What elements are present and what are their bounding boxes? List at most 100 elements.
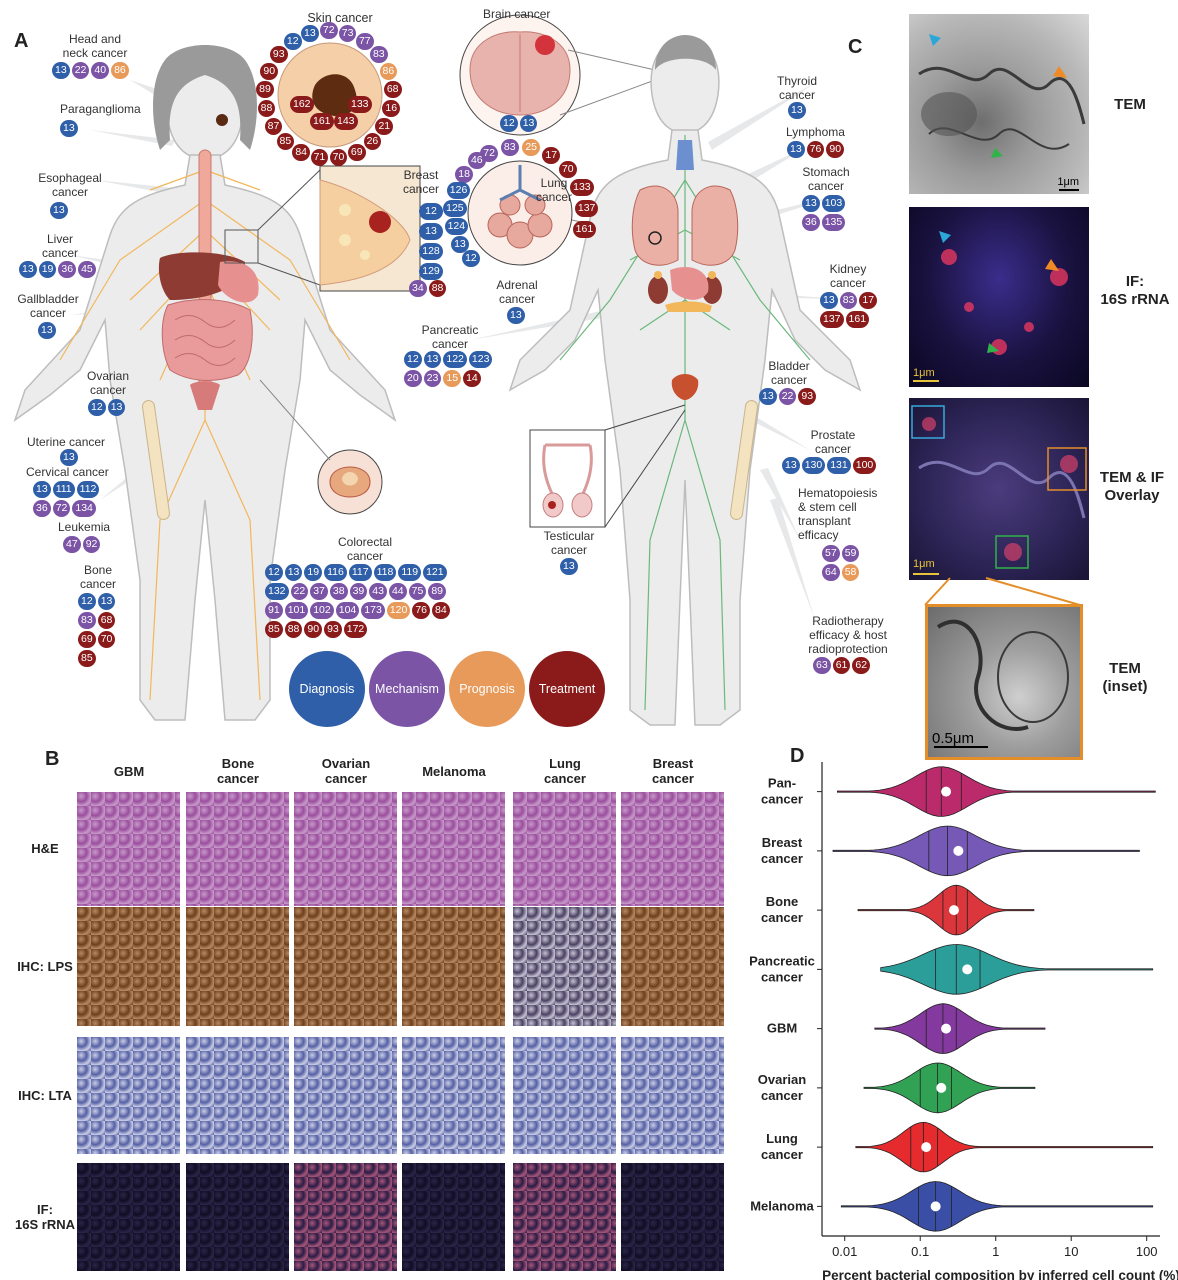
gallbladder-refs: 13 [38,322,68,339]
violin-mean-point [921,1142,932,1153]
reference-chip: 90 [304,621,323,638]
reference-chip: 135 [821,214,846,231]
legend-diagnosis: Diagnosis [289,651,365,727]
inset-scale-label: 0.5μm [932,730,974,747]
panel-b-row-header: IF: 16S rRNA [15,1202,75,1232]
x-tick-label: 0.1 [911,1244,929,1259]
overlay-image: 1μm [909,398,1089,580]
reference-chip: 57 [822,545,840,562]
reference-chip: 12 [78,593,96,610]
reference-chip: 83 [78,612,96,629]
violin-category-label: Melanoma [750,1198,814,1213]
panel-a-figure [13,14,862,726]
reference-chip: 13 [60,120,78,137]
inset-connector [924,577,1081,606]
histology-tile [513,907,616,1026]
x-axis-label: Percent bacterial composition by inferre… [822,1268,1178,1280]
panel-b-column-header: Lung cancer [544,756,586,786]
reference-chip: 14 [463,370,481,387]
skin-reference-chip: 26 [363,132,382,150]
reference-chip: 59 [841,545,860,562]
reference-chip: 70 [97,631,116,648]
skin-reference-chip: 90 [260,62,279,80]
violin-category-label: Pan- [768,776,796,791]
reference-chip: 93 [324,621,342,638]
reference-chip: 17 [859,292,878,309]
reference-chip: 83 [839,292,858,309]
reference-chip: 22 [778,388,797,405]
radiotherapy-label: Radiotherapy efficacy & host radioprotec… [808,614,888,656]
reference-chip: 22 [290,583,309,600]
reference-chip: 64 [822,564,840,581]
histology-tile [621,1163,724,1271]
lung-reference-chip: 25 [522,139,541,157]
violin-category-label: cancer [761,910,803,925]
reference-chip: 122 [443,351,467,368]
lung-reference-chip: 125 [443,200,467,218]
adrenal-refs: 13 [507,307,537,324]
skin-reference-chip: 68 [383,81,402,99]
reference-chip: 13 [423,351,442,368]
skin-reference-chip: 71 [310,149,329,167]
violin-shape [880,944,1154,995]
legend-treatment: Treatment [529,651,605,727]
reference-chip: 88 [284,621,303,638]
violin-shape [874,1003,1046,1054]
reference-chip: 37 [310,583,328,600]
violin-category-label: cancer [761,969,803,984]
violin-shape [857,884,1035,936]
reference-chip: 13 [60,449,78,466]
histology-tile [621,792,724,906]
reference-chip: 116 [324,564,347,581]
brain-label: Brain cancer [483,7,551,21]
hematopoiesis-label: Hematopoiesis & stem cell transplant eff… [798,486,878,542]
pancreatic-label: Pancreatic cancer [421,323,479,351]
panel-b-column-header: Ovarian cancer [321,756,371,786]
reference-chip: 85 [265,621,283,638]
colorectal-label: Colorectal cancer [337,535,393,563]
skin-reference-chip: 16 [382,100,401,118]
ovarian-label: Ovarian cancer [86,369,130,397]
reference-chip: 13 [38,322,56,339]
reference-chip: 103 [821,195,846,212]
overlay-label: TEM & IF Overlay [1099,469,1165,504]
panel-b-row-header: IHC: LTA [18,1087,72,1103]
skin-reference-chip: 93 [269,46,288,64]
reference-chip: 36 [33,500,51,517]
legend-prognosis: Prognosis [449,651,525,727]
lung-reference-chip: 46 [467,152,486,170]
reference-chip: 92 [82,536,101,553]
reference-chip: 104 [335,602,360,619]
skin-reference-chip: 85 [276,132,295,150]
reference-chip: 76 [412,602,431,619]
breast-label: Breast cancer [402,168,440,196]
reference-chip: 15 [443,370,462,387]
violin-mean-point [948,905,959,916]
reference-chip: 69 [78,631,96,648]
skin-reference-chip: 87 [264,118,283,136]
reference-chip: 13 [519,115,538,132]
panel-label-d: D [790,745,805,767]
reference-chip: 101 [284,602,309,619]
reference-chip: 12 [404,351,422,368]
violin-mean-point [936,1082,947,1093]
violin-category-label: Lung [766,1131,798,1146]
reference-chip: 12 [88,399,106,416]
adrenal-label: Adrenal cancer [496,278,538,306]
if-scale-label: 1μm [913,367,935,379]
violin-mean-point [941,786,952,797]
reference-chip: 36 [58,261,77,278]
reference-chip: 39 [349,583,368,600]
inset-image: 0.5μm [925,604,1083,760]
lung-reference-chip: 137 [574,200,599,217]
histology-tile [402,792,505,906]
reference-chip: 13 [802,195,820,212]
reference-chip: 13 [787,141,805,158]
reference-chip: 93 [798,388,817,405]
uterine-refs: 13 [60,449,90,466]
violin-shape [855,1121,1154,1173]
